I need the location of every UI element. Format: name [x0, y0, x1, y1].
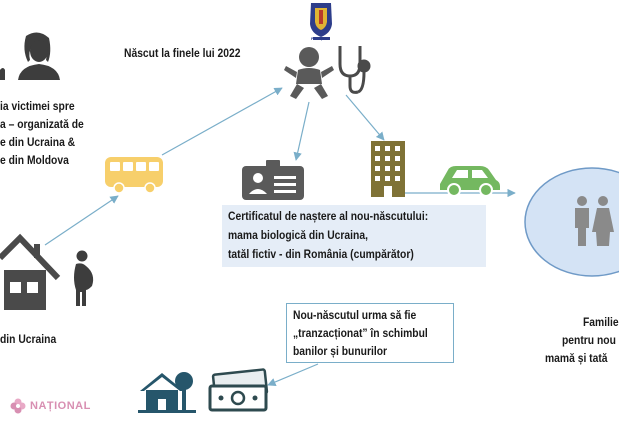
family-caption-line-3: mamă și tată — [545, 351, 608, 365]
transaction-line-1: Nou-născutul urma să fie — [293, 308, 417, 322]
national-logo-icon — [10, 398, 26, 414]
certificate-line-2: mama biologică din Ucraina, — [228, 228, 368, 242]
pregnant-woman-icon — [74, 250, 94, 306]
house-with-tree-icon — [138, 372, 196, 413]
escort-caption-line-1: ia victimei spre — [0, 99, 75, 113]
birth-caption: Născut la finele lui 2022 — [124, 46, 241, 60]
arrow-transaction-to-money — [267, 363, 319, 386]
transaction-line-2: „tranzacționat” în schimbul — [293, 326, 428, 340]
car-icon — [440, 166, 500, 197]
woman-silhouette-icon — [18, 32, 60, 80]
flower-icon — [10, 398, 26, 414]
transaction-line-3: banilor și bunurilor — [293, 344, 388, 358]
certificate-line-3: tatăl fictiv - din România (cumpărător) — [228, 247, 414, 261]
certificate-line-1: Certificatul de naștere al nou-născutulu… — [228, 209, 429, 223]
bus-icon — [105, 157, 163, 194]
home-caption: din Ucraina — [0, 332, 57, 346]
certificate-box: Certificatul de naștere al nou-născutulu… — [222, 205, 486, 267]
man-silhouette-icon — [0, 68, 5, 80]
escort-caption-line-2: a – organizată de — [0, 117, 84, 131]
arrow-bus-to-baby — [161, 87, 283, 156]
arrow-house-to-bus — [44, 195, 119, 246]
police-emblem-icon — [310, 3, 332, 40]
baby-icon — [284, 47, 334, 99]
family-ellipse — [524, 167, 619, 277]
stethoscope-icon — [338, 46, 371, 94]
family-couple-icon — [575, 196, 614, 246]
emblem-caption: POLIȚIA — [311, 36, 327, 41]
building-icon — [371, 141, 405, 197]
arrow-stethoscope-to-building — [345, 94, 385, 141]
escort-caption-line-4: e din Moldova — [0, 153, 69, 167]
money-icon — [208, 368, 269, 412]
house-icon — [0, 233, 61, 310]
transaction-box: Nou-născutul urma să fie „tranzacționat”… — [286, 303, 454, 363]
family-caption-line-1: Familie — [583, 315, 619, 329]
escort-caption-line-3: e din Ucraina & — [0, 135, 76, 149]
arrow-baby-to-idcard — [293, 101, 310, 161]
id-card-icon — [242, 160, 304, 200]
national-logo-text: NAȚIONAL — [30, 400, 91, 412]
family-caption-line-2: pentru nou — [562, 333, 616, 347]
